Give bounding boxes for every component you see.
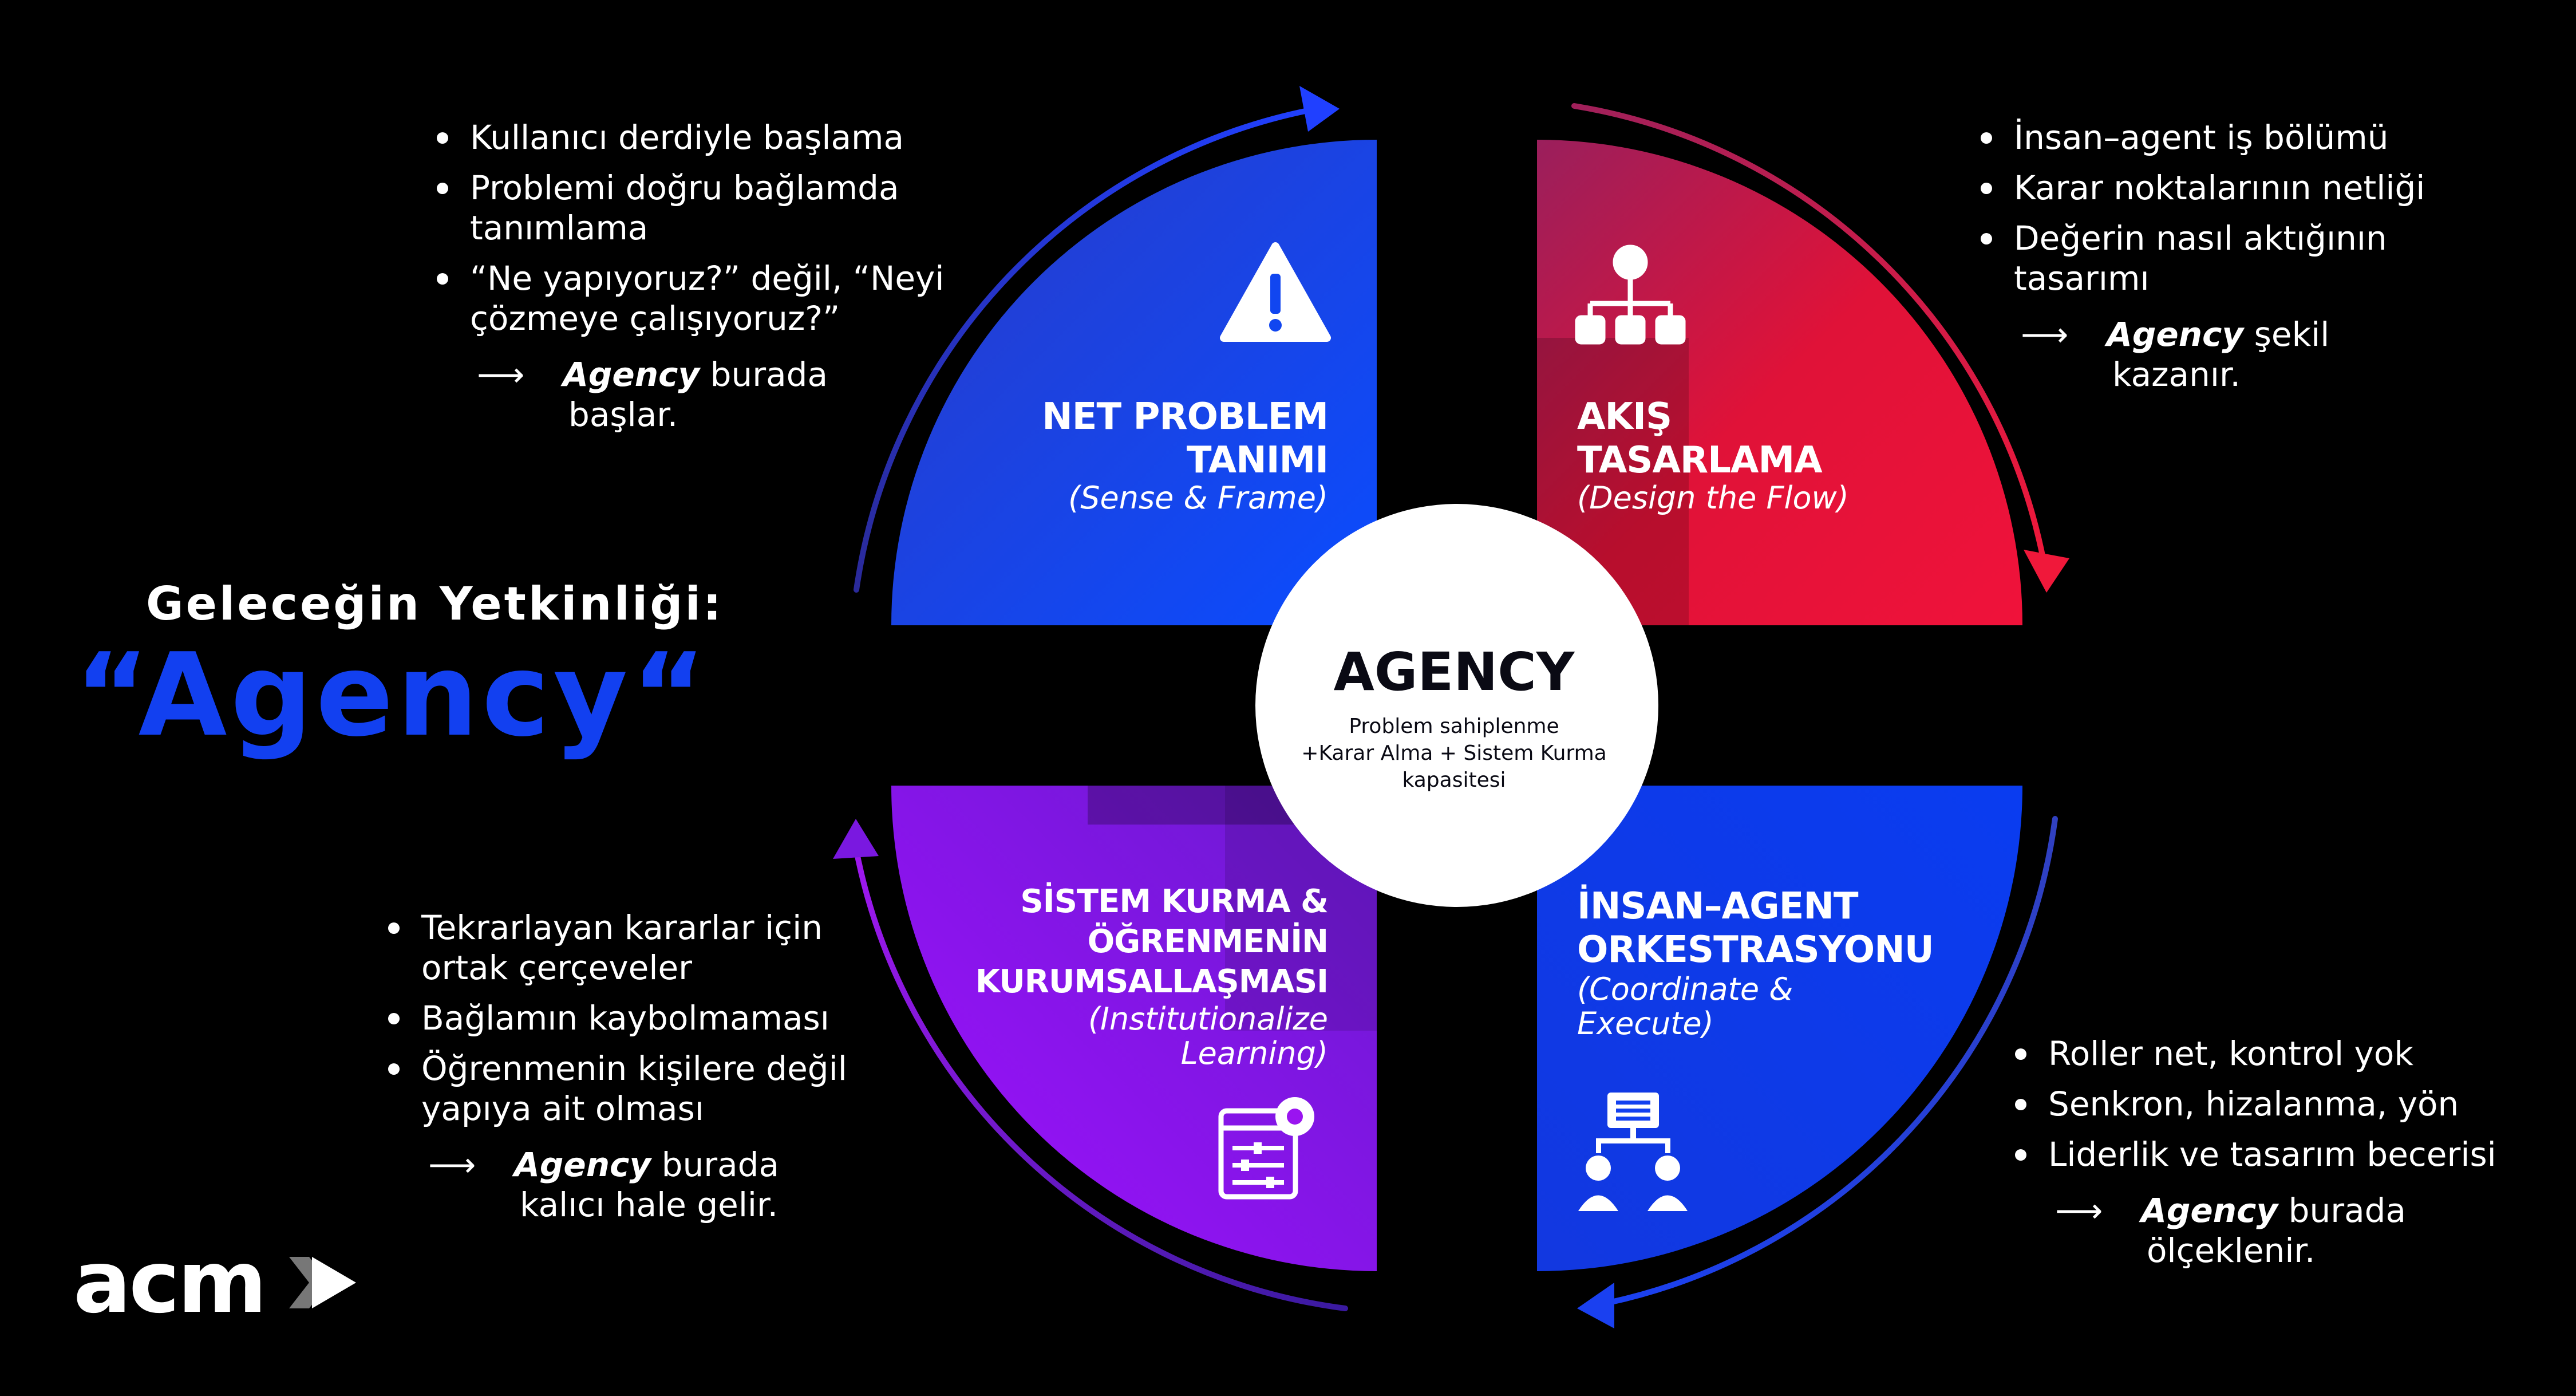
note-keyword: Agency <box>563 355 700 394</box>
arrow-right-icon: ⟶ <box>428 1145 476 1184</box>
center-subtitle-line3: kapasitesi <box>1402 768 1506 792</box>
notes-top-right: İnsan–agent iş bölümü Karar noktalarının… <box>1981 117 2473 395</box>
note-keyword: Agency <box>514 1145 651 1184</box>
note-rest-line2: başlar. <box>568 395 678 434</box>
list-item: Bağlamın kaybolmaması <box>388 998 892 1038</box>
quadrant-top-right <box>1537 140 2022 625</box>
list-item: Liderlik ve tasarım becerisi <box>2015 1134 2530 1174</box>
note-rest-line2: kazanır. <box>2112 355 2241 394</box>
quadrant-top-left-subtitle: (Sense & Frame) <box>1068 480 1328 516</box>
quadrant-bottom-left-title-line3: KURUMSALLAŞMASI <box>975 963 1329 1000</box>
arc-bottom-left <box>853 845 1348 1311</box>
notes-bottom-left: Tekrarlayan kararlar için ortak çerçevel… <box>388 908 892 1225</box>
list-item: “Ne yapıyoruz?” değil, “Neyi çözmeye çal… <box>437 258 952 338</box>
flow-diagram-icon <box>1575 245 1686 345</box>
note-rest: burada <box>2278 1191 2406 1230</box>
center-subtitle-line1: Problem sahiplenme <box>1349 715 1559 738</box>
note-rest: burada <box>700 355 828 394</box>
quadrant-bottom-left-subtitle-line2: Learning) <box>1180 1035 1328 1071</box>
quadrant-top-right-subtitle: (Design the Flow) <box>1577 480 1849 516</box>
quadrant-bottom-left-subtitle-line1: (Institutionalize <box>1088 1001 1328 1037</box>
list-item: Tekrarlayan kararlar için ortak çerçevel… <box>388 908 892 988</box>
list-item: Senkron, hizalanma, yön <box>2015 1084 2530 1124</box>
arrow-right-icon: ⟶ <box>2055 1191 2103 1230</box>
logo-text: acm <box>73 1233 267 1332</box>
arrow-head-bottom-left <box>833 819 879 859</box>
notes-bottom-right: Roller net, kontrol yok Senkron, hizalan… <box>2015 1034 2530 1271</box>
list-item: İnsan–agent iş bölümü <box>1981 117 2473 157</box>
list-item: Karar noktalarının netliği <box>1981 168 2473 208</box>
team-network-icon <box>1578 1093 1688 1211</box>
heading-line1: Geleceğin Yetkinliği: <box>146 577 724 630</box>
heading-line2: “Agency“ <box>74 629 710 762</box>
note-keyword: Agency <box>2107 315 2244 354</box>
quadrant-top-left-title-line1: NET PROBLEM <box>1042 396 1329 438</box>
arrow-head-bottom-right <box>1577 1283 1614 1328</box>
arrow-head-top-right <box>2024 550 2069 593</box>
quadrant-bottom-right-title-line2: ORKESTRASYONU <box>1577 929 1934 971</box>
quadrant-bottom-right <box>1537 786 2022 1271</box>
list-item: Kullanıcı derdiyle başlama <box>437 117 952 157</box>
arrow-right-icon: ⟶ <box>2021 315 2069 354</box>
quadrant-bottom-right-title-line1: İNSAN–AGENT <box>1577 885 1859 928</box>
play-chevron-icon <box>289 1257 356 1308</box>
list-item: Problemi doğru bağlamda tanımlama <box>437 168 952 248</box>
note-rest-line2: kalıcı hale gelir. <box>520 1185 779 1224</box>
arc-top-left <box>854 106 1319 593</box>
note-rest: şekil <box>2243 315 2330 354</box>
quadrant-top-left <box>891 140 1377 625</box>
center-title: AGENCY <box>1334 641 1575 703</box>
quadrant-bottom-left-title-line1: SİSTEM KURMA & <box>1020 883 1329 920</box>
warning-icon <box>1220 242 1331 342</box>
list-item: Öğrenmenin kişilere değil yapıya ait olm… <box>388 1048 892 1129</box>
arc-bottom-right <box>1606 816 2058 1306</box>
list-item: Roller net, kontrol yok <box>2015 1034 2530 1074</box>
quadrant-top-left-title-line2: TANIMI <box>1186 439 1329 482</box>
quadrant-bottom-left-title-line2: ÖĞRENMENİN <box>1087 923 1329 960</box>
quadrant-top-right-title-line1: AKIŞ <box>1577 396 1672 438</box>
settings-panel-icon <box>1218 1097 1314 1200</box>
quadrant-top-right-title-line2: TASARLAMA <box>1577 439 1823 482</box>
note-rest-line2: ölçeklenir. <box>2147 1231 2316 1270</box>
arrow-right-icon: ⟶ <box>477 355 525 394</box>
quadrant-bottom-right-subtitle-line1: (Coordinate & <box>1577 971 1793 1007</box>
arrow-head-top-left <box>1299 86 1340 132</box>
quadrant-bottom-right-subtitle-line2: Execute) <box>1577 1005 1714 1042</box>
center-circle <box>1255 504 1658 907</box>
note-rest: burada <box>651 1145 779 1184</box>
notes-top-left: Kullanıcı derdiyle başlama Problemi doğr… <box>437 117 952 435</box>
arc-top-right <box>1571 103 2046 564</box>
list-item: Değerin nasıl aktığının tasarımı <box>1981 218 2473 298</box>
note-keyword: Agency <box>2141 1191 2278 1230</box>
center-subtitle-line2: +Karar Alma + Sistem Kurma <box>1301 742 1606 765</box>
